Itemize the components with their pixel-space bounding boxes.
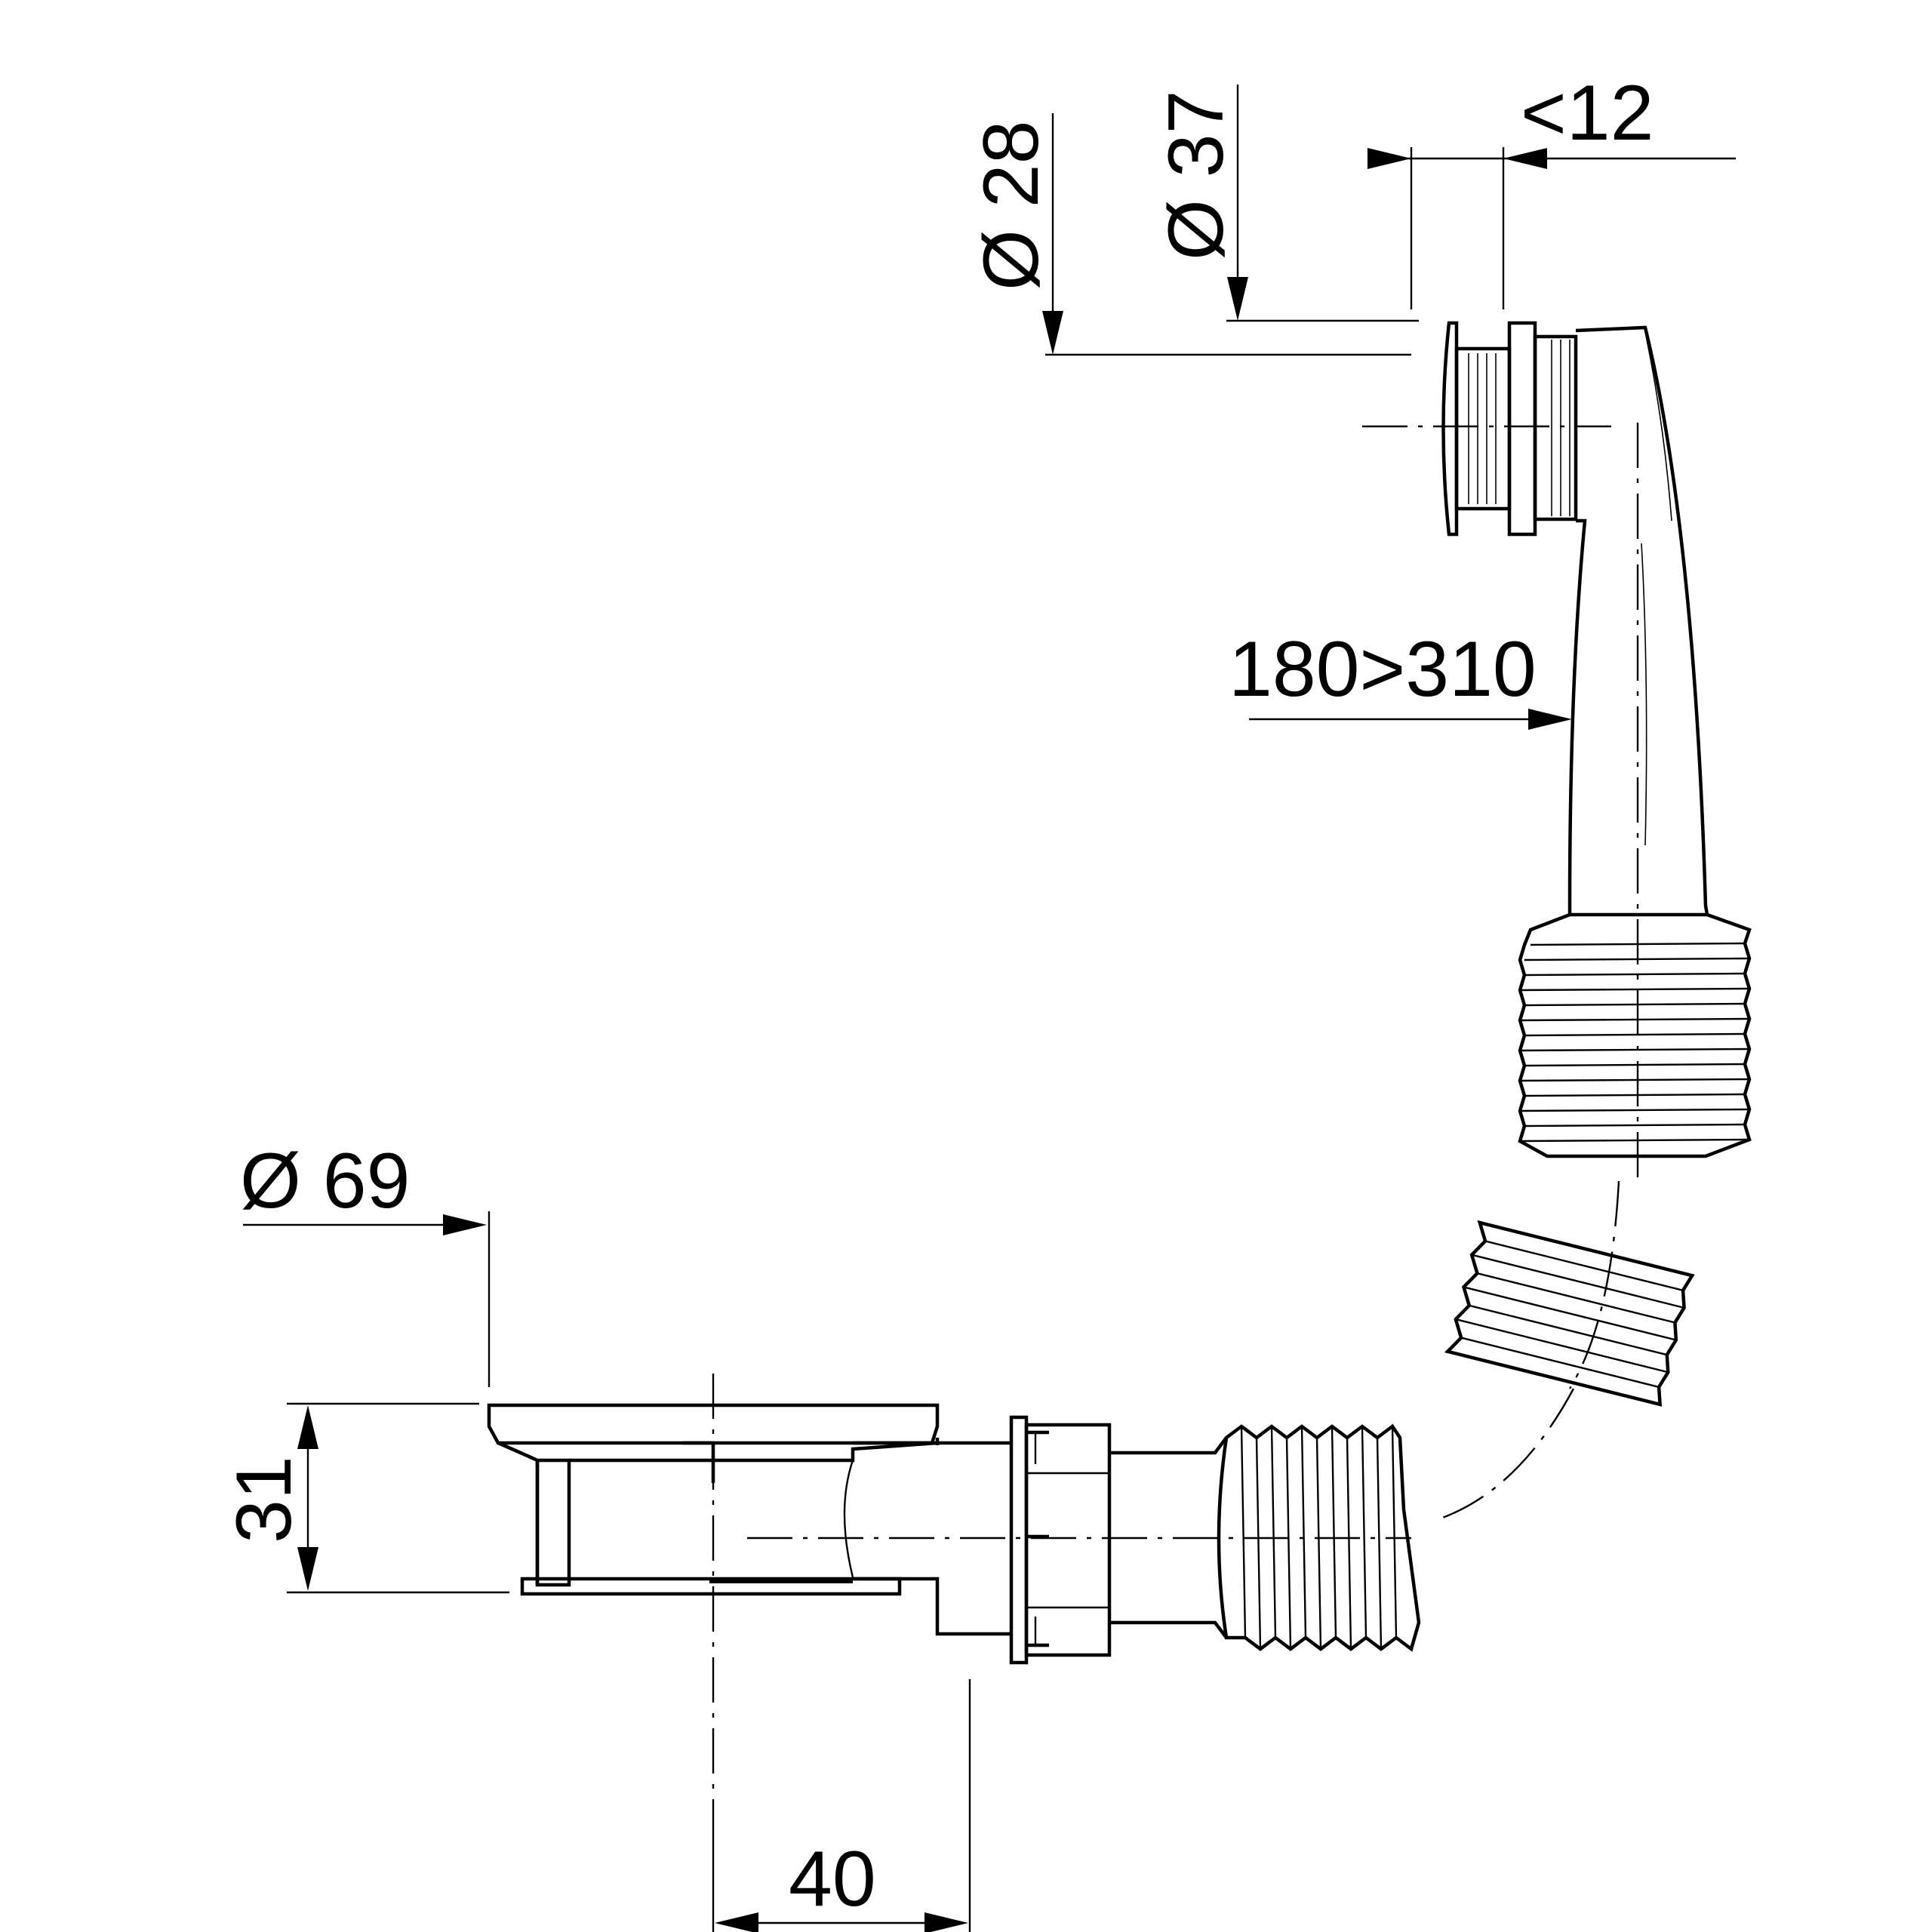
dim-w40: 40	[712, 1679, 971, 1932]
label-d69: Ø 69	[240, 1137, 410, 1225]
label-d28: Ø 28	[968, 121, 1055, 291]
drain-body	[487, 1403, 1011, 1636]
label-length: 180>310	[1229, 626, 1537, 713]
label-w40: 40	[789, 1835, 876, 1923]
middle-hose-segment	[1444, 1220, 1695, 1407]
label-d37: Ø 37	[1152, 91, 1240, 260]
coupling-nut	[1009, 1415, 1228, 1665]
label-lt12: <12	[1521, 69, 1654, 157]
dim-h31: 31	[220, 1402, 509, 1594]
elbow-pipe	[1567, 325, 1709, 1177]
dim-d37: Ø 37	[1152, 85, 1419, 322]
lower-corrugated-hose	[1217, 1423, 1421, 1652]
upper-corrugated-hose	[1518, 912, 1752, 1158]
dim-length: 180>310	[1229, 626, 1572, 730]
dim-lt12: <12	[1367, 69, 1736, 309]
dim-d28: Ø 28	[968, 113, 1411, 356]
overflow-fitting	[1362, 321, 1611, 537]
dim-d69: Ø 69	[240, 1137, 491, 1387]
label-h31: 31	[220, 1456, 308, 1543]
